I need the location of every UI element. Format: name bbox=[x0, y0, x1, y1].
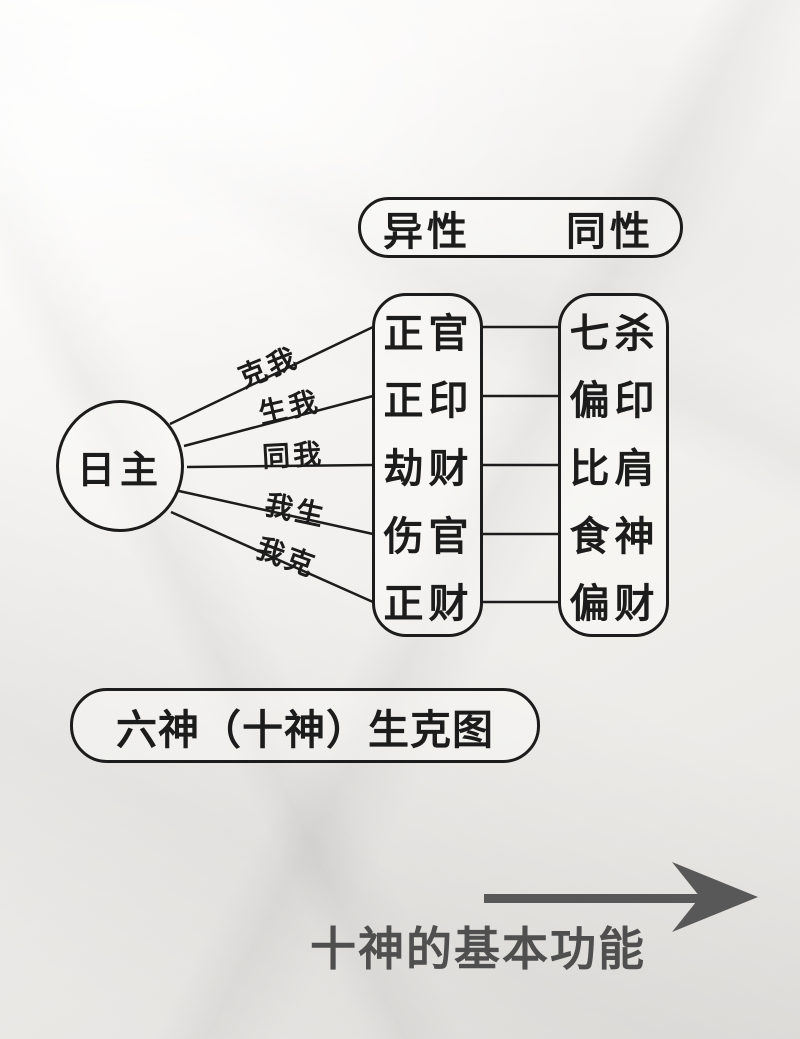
footer-caption: 十神的基本功能 bbox=[310, 923, 646, 975]
different-gender-gods-box: 正官 正印 劫财 伤官 正财 bbox=[372, 293, 483, 637]
relation-line-wo-ke bbox=[170, 510, 374, 604]
day-master-label: 日主 bbox=[76, 449, 163, 492]
gender-header-pill: 异性 同性 bbox=[358, 197, 683, 258]
arrow-shaft bbox=[484, 894, 700, 903]
relation-label-tong-wo: 同我 bbox=[261, 438, 325, 473]
header-different-label: 异性 bbox=[383, 209, 471, 254]
arrow-head bbox=[672, 862, 758, 932]
relation-line-ke-wo bbox=[169, 325, 374, 426]
relation-line-sheng-wo bbox=[183, 394, 374, 448]
god-bi-jian: 比肩 bbox=[569, 446, 660, 491]
god-pian-yin: 偏印 bbox=[569, 379, 660, 424]
relation-line-wo-sheng bbox=[178, 489, 374, 536]
god-jie-cai: 劫财 bbox=[383, 446, 474, 491]
header-same-label: 同性 bbox=[566, 209, 654, 254]
god-zheng-cai: 正财 bbox=[383, 582, 474, 627]
god-zheng-guan: 正官 bbox=[383, 311, 474, 356]
diagram-title-box: 六神（十神）生克图 bbox=[70, 688, 540, 763]
same-gender-gods-box: 七杀 偏印 比肩 食神 偏财 bbox=[558, 293, 669, 637]
god-shi-shen: 食神 bbox=[569, 514, 660, 559]
god-pian-cai: 偏财 bbox=[569, 582, 660, 627]
god-qi-sha: 七杀 bbox=[569, 311, 660, 356]
god-zheng-yin: 正印 bbox=[383, 379, 474, 424]
diagram-title-label: 六神（十神）生克图 bbox=[116, 706, 494, 753]
relation-fan-lines bbox=[169, 325, 374, 604]
god-shang-guan: 伤官 bbox=[383, 514, 474, 559]
pair-connector-lines bbox=[483, 325, 558, 604]
day-master-circle: 日主 bbox=[56, 400, 184, 532]
right-arrow-icon bbox=[484, 862, 758, 932]
relation-line-tong-wo bbox=[186, 463, 374, 469]
